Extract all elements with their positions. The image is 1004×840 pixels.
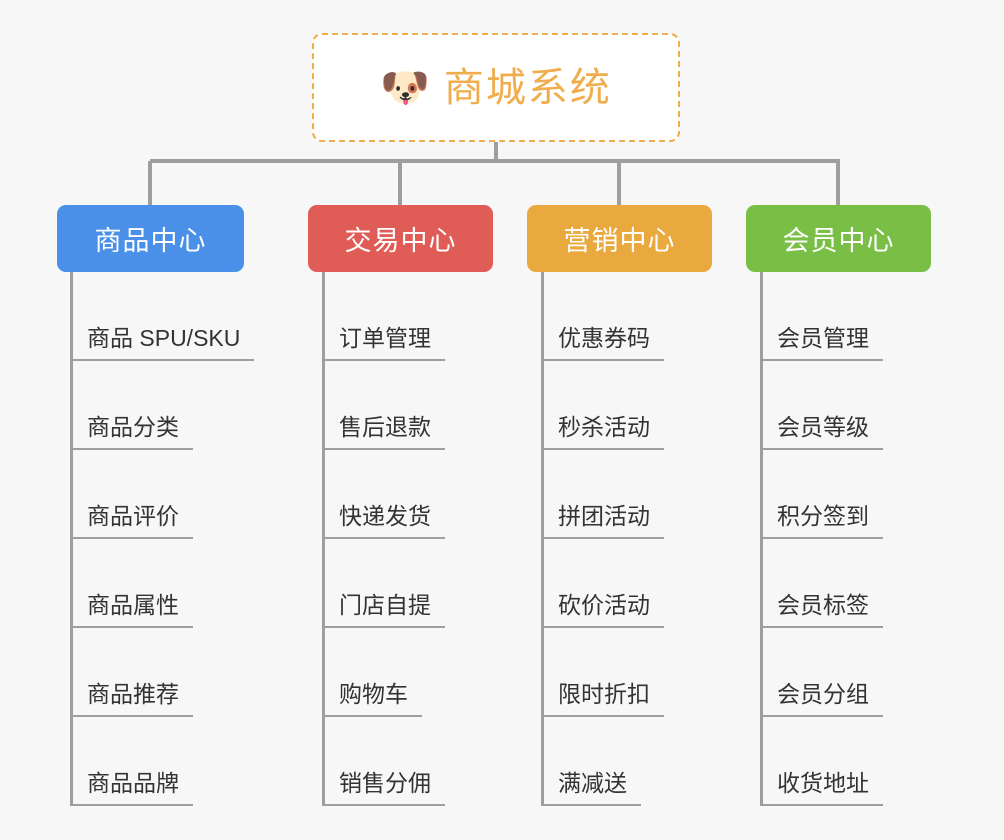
leaf-label: 购物车 [325, 683, 422, 717]
leaf-label: 门店自提 [325, 594, 445, 628]
category-label: 商品中心 [94, 226, 207, 256]
branch-column-1: 商品中心 商品 SPU/SKU 商品分类 商品评价 商品属性 商品推荐 商品品牌 [57, 205, 255, 806]
leaf-label: 积分签到 [763, 505, 883, 539]
leaf-label: 商品 SPU/SKU [73, 327, 255, 361]
leaf-label: 满减送 [544, 772, 641, 806]
list-item[interactable]: 商品推荐 [70, 628, 244, 717]
list-item[interactable]: 销售分佣 [322, 717, 493, 806]
category-box-marketing[interactable]: 营销中心 [527, 205, 712, 272]
list-item[interactable]: 商品 SPU/SKU [70, 272, 255, 361]
list-item[interactable]: 砍价活动 [541, 539, 712, 628]
list-item[interactable]: 会员分组 [760, 628, 931, 717]
list-item[interactable]: 商品属性 [70, 539, 244, 628]
branch-column-4: 会员中心 会员管理 会员等级 积分签到 会员标签 会员分组 收货地址 [746, 205, 931, 806]
leaf-label: 销售分佣 [325, 772, 445, 806]
leaf-label: 售后退款 [325, 416, 445, 450]
root-title: 商城系统 [443, 65, 612, 110]
leaf-label: 商品评价 [73, 505, 193, 539]
list-item[interactable]: 购物车 [322, 628, 493, 717]
category-label: 交易中心 [344, 226, 457, 256]
list-item[interactable]: 商品评价 [70, 450, 244, 539]
leaf-label: 商品属性 [73, 594, 193, 628]
leaf-label: 商品推荐 [73, 683, 193, 717]
list-item[interactable]: 会员管理 [760, 272, 931, 361]
leaf-list-product: 商品 SPU/SKU 商品分类 商品评价 商品属性 商品推荐 商品品牌 [70, 272, 255, 806]
leaf-label: 订单管理 [325, 327, 445, 361]
list-item[interactable]: 快递发货 [322, 450, 493, 539]
leaf-label: 砍价活动 [544, 594, 664, 628]
list-item[interactable]: 商品分类 [70, 361, 244, 450]
leaf-label: 会员标签 [763, 594, 883, 628]
leaf-label: 商品分类 [73, 416, 193, 450]
leaf-label: 拼团活动 [544, 505, 664, 539]
list-item[interactable]: 满减送 [541, 717, 712, 806]
list-item[interactable]: 商品品牌 [70, 717, 244, 806]
list-item[interactable]: 积分签到 [760, 450, 931, 539]
list-item[interactable]: 收货地址 [760, 717, 931, 806]
leaf-list-member: 会员管理 会员等级 积分签到 会员标签 会员分组 收货地址 [760, 272, 931, 806]
list-item[interactable]: 会员等级 [760, 361, 931, 450]
category-label: 营销中心 [563, 226, 676, 256]
leaf-label: 秒杀活动 [544, 416, 664, 450]
leaf-label: 收货地址 [763, 772, 883, 806]
category-label: 会员中心 [782, 226, 895, 256]
list-item[interactable]: 限时折扣 [541, 628, 712, 717]
list-item[interactable]: 门店自提 [322, 539, 493, 628]
list-item[interactable]: 会员标签 [760, 539, 931, 628]
category-box-member[interactable]: 会员中心 [746, 205, 931, 272]
leaf-label: 优惠券码 [544, 327, 664, 361]
branch-column-3: 营销中心 优惠券码 秒杀活动 拼团活动 砍价活动 限时折扣 满减送 [527, 205, 712, 806]
category-box-trade[interactable]: 交易中心 [308, 205, 493, 272]
list-item[interactable]: 售后退款 [322, 361, 493, 450]
leaf-label: 商品品牌 [73, 772, 193, 806]
leaf-label: 会员管理 [763, 327, 883, 361]
list-item[interactable]: 订单管理 [322, 272, 493, 361]
branch-column-2: 交易中心 订单管理 售后退款 快递发货 门店自提 购物车 销售分佣 [308, 205, 493, 806]
list-item[interactable]: 优惠券码 [541, 272, 712, 361]
leaf-list-marketing: 优惠券码 秒杀活动 拼团活动 砍价活动 限时折扣 满减送 [541, 272, 712, 806]
list-item[interactable]: 拼团活动 [541, 450, 712, 539]
category-box-product[interactable]: 商品中心 [57, 205, 244, 272]
root-node[interactable]: 🐶 商城系统 [312, 33, 680, 142]
leaf-label: 会员等级 [763, 416, 883, 450]
dog-face-icon: 🐶 [380, 65, 430, 110]
leaf-label: 会员分组 [763, 683, 883, 717]
list-item[interactable]: 秒杀活动 [541, 361, 712, 450]
leaf-label: 快递发货 [325, 505, 445, 539]
leaf-label: 限时折扣 [544, 683, 664, 717]
leaf-list-trade: 订单管理 售后退款 快递发货 门店自提 购物车 销售分佣 [322, 272, 493, 806]
